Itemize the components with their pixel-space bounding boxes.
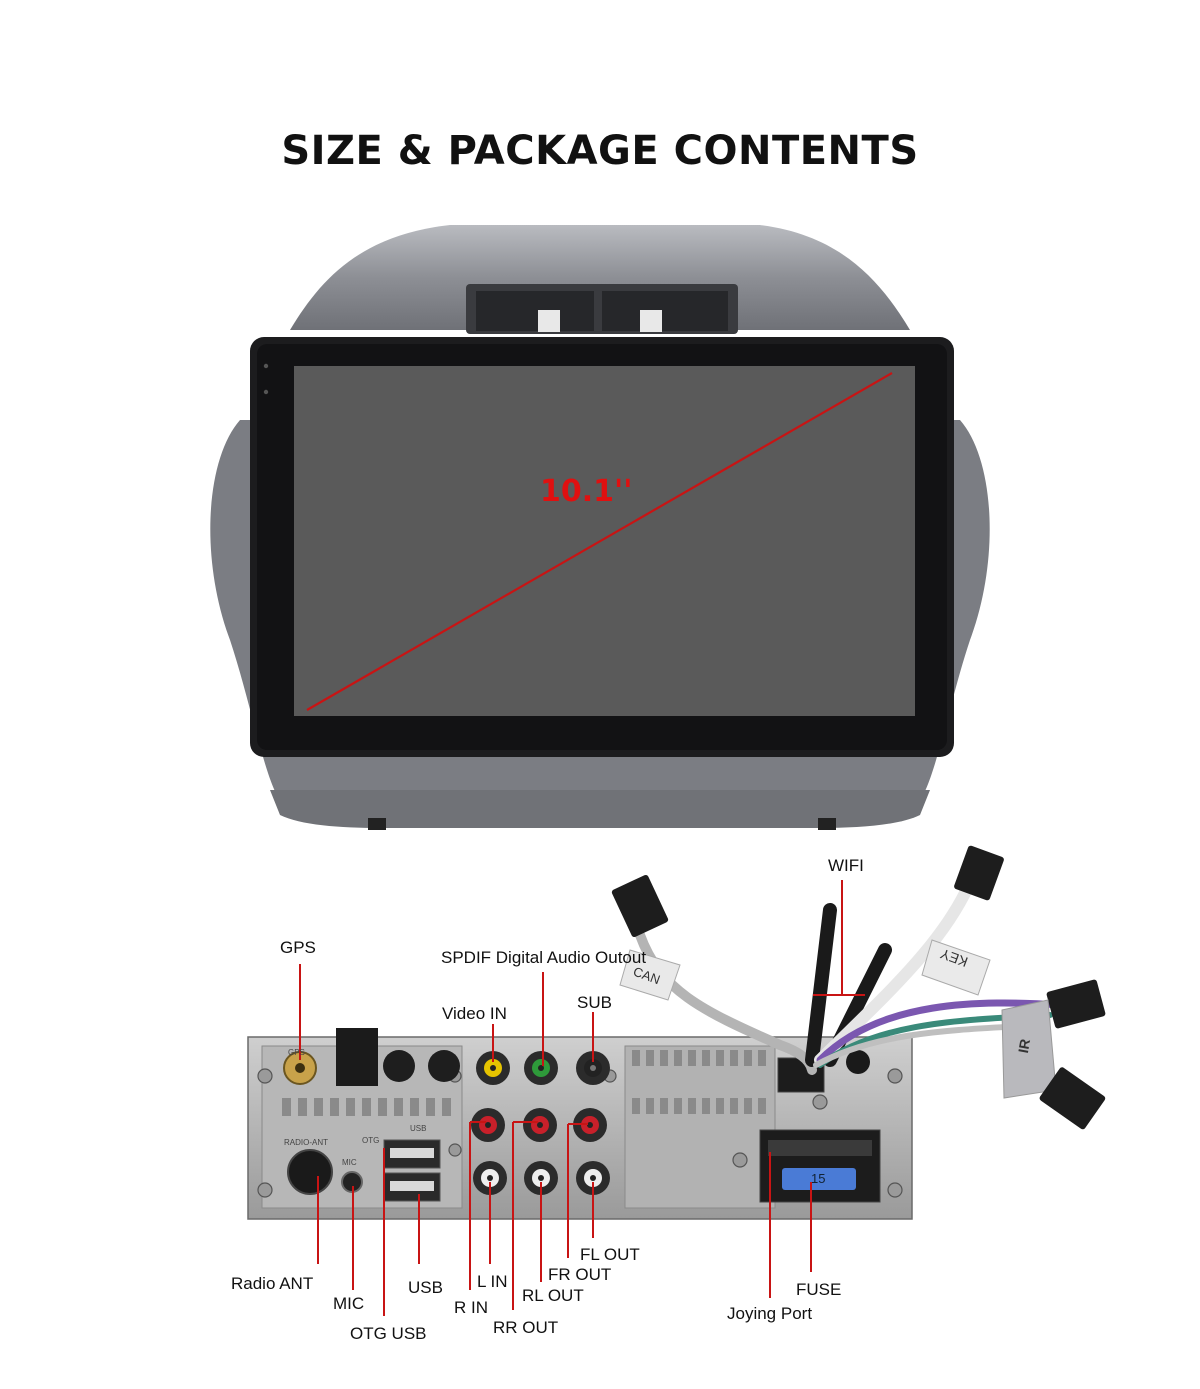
label-wifi: WIFI <box>828 856 864 875</box>
label-rl-out: RL OUT <box>522 1286 584 1305</box>
screen-size-label: 10.1'' <box>540 474 633 509</box>
ir-tag: IR <box>1014 1037 1034 1055</box>
label-otg-usb: OTG USB <box>350 1324 427 1343</box>
label-mic: MIC <box>333 1294 365 1313</box>
page-title: SIZE & PACKAGE CONTENTS <box>281 128 919 174</box>
label-fr-out: FR OUT <box>548 1265 612 1284</box>
rca-jacks <box>471 1051 610 1195</box>
label-radio-ant: Radio ANT <box>231 1274 314 1293</box>
silkscreen-gps: GPS <box>288 1048 305 1057</box>
label-sub: SUB <box>577 993 612 1012</box>
label-rr-out: RR OUT <box>493 1318 559 1337</box>
label-joying-port: Joying Port <box>727 1304 813 1323</box>
leader-lines <box>299 880 865 1316</box>
silkscreen-otg: OTG <box>362 1136 380 1145</box>
fuse <box>782 1168 856 1190</box>
fuse-value: 15 <box>811 1171 826 1186</box>
label-spdif: SPDIF Digital Audio Outout <box>441 948 647 967</box>
rear-panel <box>247 1028 913 1220</box>
silkscreen-mic: MIC <box>342 1158 357 1167</box>
silkscreen-usb: USB <box>410 1124 427 1133</box>
label-l-in: L IN <box>477 1272 508 1291</box>
diagonal-measure-line <box>306 372 893 711</box>
label-usb: USB <box>408 1278 443 1297</box>
radio-antenna-port <box>287 1149 333 1195</box>
label-r-in: R IN <box>454 1298 488 1317</box>
label-fl-out: FL OUT <box>580 1245 640 1264</box>
label-fuse: FUSE <box>796 1280 842 1299</box>
label-gps: GPS <box>280 938 316 957</box>
label-video-in: Video IN <box>442 1004 507 1023</box>
cables <box>611 845 1106 1130</box>
head-unit <box>210 225 990 830</box>
silkscreen-radio-ant: RADIO-ANT <box>284 1138 328 1147</box>
